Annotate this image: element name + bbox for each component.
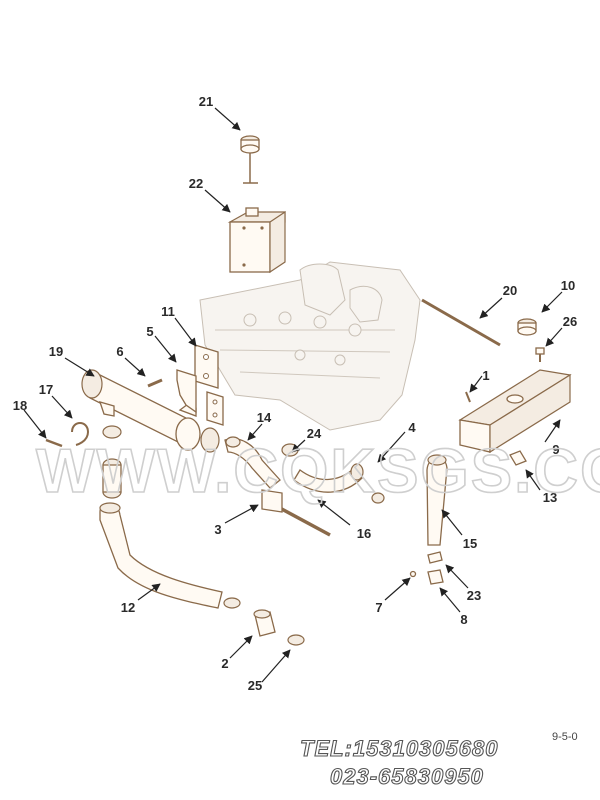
part-8-fitting [427, 569, 444, 585]
part-13-fitting [509, 450, 527, 466]
drawing-code: 9-5-0 [552, 731, 578, 743]
part-23-fitting [427, 551, 443, 564]
part-22-reservoir [227, 207, 286, 274]
contact-tel: TEL:15310305680 [300, 736, 498, 761]
part-10-cap [517, 318, 537, 336]
label-20: 20 [503, 283, 517, 298]
engine-block [199, 261, 421, 431]
label-11: 11 [161, 304, 175, 319]
part-3-bracket [261, 489, 283, 513]
label-2: 2 [221, 656, 228, 671]
label-14: 14 [257, 410, 272, 425]
label-15: 15 [463, 536, 477, 551]
label-24: 24 [307, 426, 322, 441]
part-21-cap [240, 135, 260, 184]
part-2-sleeve [253, 609, 276, 637]
label-17: 17 [39, 382, 53, 397]
part-7-washer [409, 570, 417, 578]
part-12-hose [99, 502, 223, 609]
part-19-cylinder [81, 368, 220, 453]
part-1-screw [465, 391, 471, 403]
label-21: 21 [199, 94, 213, 109]
label-26: 26 [563, 314, 577, 329]
label-5: 5 [146, 324, 153, 339]
label-22: 22 [189, 176, 203, 191]
part-11-bracket [194, 344, 219, 389]
part-9-tank [458, 369, 572, 454]
part-17-clamp [71, 422, 90, 446]
label-3: 3 [214, 522, 221, 537]
part-6-pin [147, 378, 163, 388]
label-12: 12 [121, 600, 135, 615]
label-19: 19 [49, 344, 63, 359]
label-23: 23 [467, 588, 481, 603]
part-bracket-plate [206, 391, 224, 426]
leader-lines [23, 107, 563, 683]
part-5-bracket [176, 369, 197, 414]
label-18: 18 [13, 398, 27, 413]
part-labels: 1 2 3 4 5 6 7 8 9 10 11 12 13 14 15 16 1… [13, 94, 577, 693]
label-1: 1 [482, 368, 489, 383]
label-16: 16 [357, 526, 371, 541]
part-20-rod [421, 298, 501, 347]
label-7: 7 [375, 600, 382, 615]
part-4-elbow [293, 463, 385, 504]
clamps-group [102, 425, 122, 499]
label-9: 9 [552, 442, 559, 457]
label-6: 6 [116, 344, 123, 359]
label-4: 4 [408, 420, 416, 435]
label-8: 8 [460, 612, 467, 627]
part-18-bolt [45, 438, 63, 448]
label-10: 10 [561, 278, 575, 293]
contact-phone: 023-65830950 [330, 764, 484, 789]
label-25: 25 [248, 678, 262, 693]
watermark-text: WWW.CQKSGS.COM [36, 437, 600, 506]
label-13: 13 [543, 490, 557, 505]
part-26-bolt [535, 347, 545, 362]
part-25-clamp [223, 597, 305, 646]
